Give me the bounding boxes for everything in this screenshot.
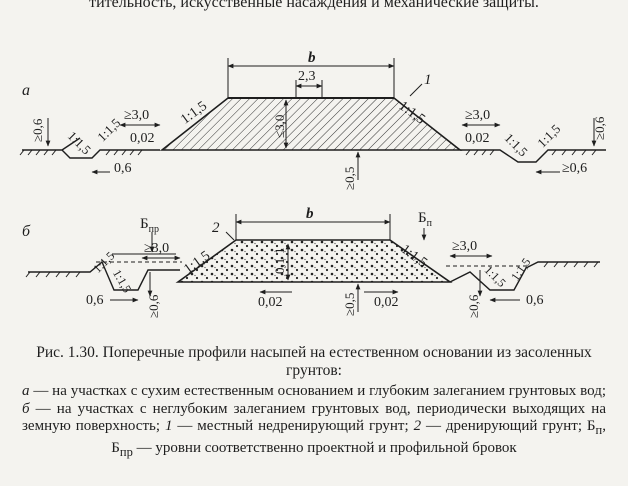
label-berm-left-b: ≥3,0 <box>144 241 169 256</box>
label-grade-left-a: 0,02 <box>130 131 155 146</box>
label-crown-a: 2,3 <box>298 69 316 84</box>
panel-b-labels: б b Бпр Бп 2 1:1,5 1:1,5 ≥3,0 ≥3,0 1 0,1… <box>22 206 544 318</box>
legend-bpr-sub: пр <box>119 444 133 459</box>
ground-ticks-left-b <box>25 271 81 278</box>
label-ditch-depth-left-b: ≥0,6 <box>146 294 161 318</box>
panel-b-label: б <box>22 223 31 240</box>
label-slope-small-right-a: 1:1,5 <box>534 121 563 150</box>
label-berm-right-a: ≥3,0 <box>465 108 490 123</box>
ground-ticks-right-b <box>543 261 599 268</box>
legend-end: — уровни соответственно проектной и проф… <box>132 439 517 456</box>
label-grade-right-a: 0,02 <box>465 131 490 146</box>
legend-2-text: — дренирующий грунт; Б <box>421 418 596 434</box>
label-slope-ditch-left-2-b: 1:1,5 <box>110 267 134 295</box>
ground-ticks-right-a <box>465 149 597 156</box>
label-mark-left: Бпр <box>140 216 159 235</box>
legend-bp-sub: п <box>595 423 603 437</box>
panel-a-labels: а b 2,3 1 1:1,5 1:1,5 ≤3,0 ≥0,5 ≥3,0 0,0… <box>22 50 607 190</box>
panel-a-label: а <box>22 82 30 99</box>
figure-caption-legend: а — на участках с сухим естественным осн… <box>22 383 606 461</box>
label-grade-left-b: 0,02 <box>258 295 283 310</box>
leader-layer-2 <box>225 231 235 241</box>
label-slope-ditch-left-a: 1:1,5 <box>65 128 94 157</box>
label-mark-right: Бп <box>418 210 433 229</box>
label-dim-01-b: 0,1 <box>272 258 287 274</box>
label-dim-1-b: 1 <box>272 248 287 255</box>
label-base-height-b: ≥0,5 <box>342 293 357 316</box>
ground-ticks-left-a <box>19 149 143 156</box>
label-ditch-bottom-left-b: 0,6 <box>86 293 104 308</box>
label-berm-right-b: ≥3,0 <box>452 239 477 254</box>
legend-2-mark: 2 <box>413 418 422 434</box>
legend-a-mark: а <box>22 383 30 399</box>
legend-a-text: — на участках с сухим естественным основ… <box>29 383 606 399</box>
label-ditch-bottom-right-a: ≥0,6 <box>562 161 587 176</box>
label-slope-small-left-a: 1:1,5 <box>94 115 123 144</box>
cross-section-figure: а b 2,3 1 1:1,5 1:1,5 ≤3,0 ≥0,5 ≥3,0 0,0… <box>19 50 607 318</box>
legend-mid: , Б <box>111 418 606 456</box>
label-b-a: b <box>308 50 316 66</box>
label-berm-left-a: ≥3,0 <box>124 108 149 123</box>
legend-1-text: — местный недренирующий грунт; <box>172 418 414 434</box>
preceding-text-line: тительность, искусственные насаждения и … <box>89 0 539 11</box>
label-ditch-bottom-right-b: 0,6 <box>526 293 544 308</box>
legend-b-mark: б <box>22 400 30 417</box>
legend-b-text: — на участках с неглубоким залеганием гр… <box>22 400 606 435</box>
label-ditch-bottom-left-a: 0,6 <box>114 161 132 176</box>
label-slope-ditch-right-a: 1:1,5 <box>502 130 531 159</box>
panel-a <box>19 58 606 180</box>
label-ditch-depth-right-b: ≥0,6 <box>466 294 481 318</box>
label-ditch-depth-left-a: ≥0,6 <box>30 118 45 142</box>
label-ditch-depth-right-a: ≥0,6 <box>592 116 607 140</box>
label-layer-1-a: 1 <box>424 72 432 88</box>
label-base-height-a: ≥0,5 <box>342 167 357 190</box>
label-slope-ditch-right-2-b: 1:1,5 <box>508 255 533 283</box>
legend-1-mark: 1 <box>164 418 173 434</box>
ground-right-b <box>449 261 600 291</box>
figure-caption-title: Рис. 1.30. Поперечные профили насыпей на… <box>36 344 592 379</box>
ground-left-b <box>28 260 180 291</box>
ground-left-a <box>22 137 160 159</box>
leader-layer-1 <box>409 83 423 97</box>
label-grade-right-b: 0,02 <box>374 295 399 310</box>
label-b-b: b <box>306 206 314 222</box>
panel-b <box>25 214 600 312</box>
label-crown-height-a: ≤3,0 <box>272 115 287 138</box>
ground-right-a <box>460 149 606 163</box>
label-layer-2-b: 2 <box>212 220 220 236</box>
